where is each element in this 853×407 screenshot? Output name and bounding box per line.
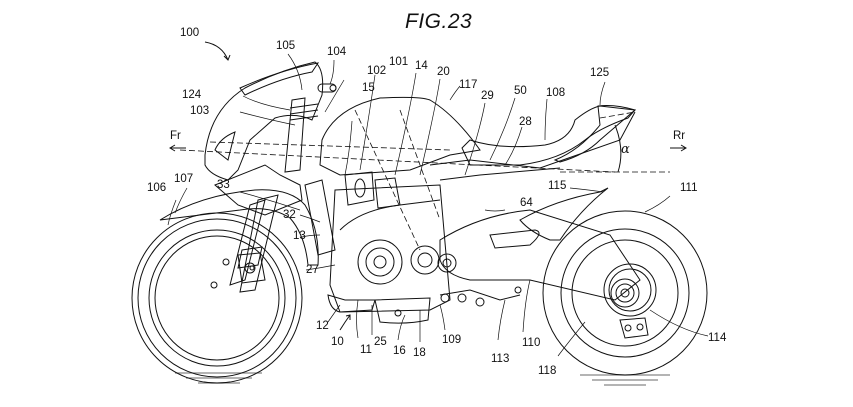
ref-label-50: 50 — [514, 85, 527, 97]
front-caliper — [238, 253, 265, 283]
front-arrow — [170, 145, 186, 151]
oil-pan — [375, 298, 430, 323]
ref-label-105: 105 — [276, 40, 296, 52]
front-direction-label: Fr — [170, 130, 181, 142]
ref-label-118: 118 — [538, 365, 557, 377]
rear-caliper — [620, 318, 648, 338]
engine-10-arrow — [340, 315, 350, 330]
ref-label-100: 100 — [180, 27, 200, 39]
ref-label-64: 64 — [520, 197, 533, 209]
ref-label-25: 25 — [374, 336, 387, 348]
front-fender — [160, 190, 318, 265]
steering-stem — [285, 98, 318, 172]
ref-label-114: 114 — [708, 332, 727, 344]
ref-label-107: 107 — [174, 173, 194, 185]
fuel-tank — [320, 97, 480, 175]
ref-label-101: 101 — [389, 56, 409, 68]
reference-dashed-lines — [180, 110, 670, 250]
ref-label-14: 14 — [415, 60, 428, 72]
ref-label-27: 27 — [306, 264, 319, 276]
ref-label-110: 110 — [522, 337, 541, 349]
ref-label-18: 18 — [413, 347, 426, 359]
swingarm — [440, 210, 640, 300]
ref-label-115: 115 — [548, 180, 567, 192]
ref-label-103: 103 — [190, 105, 210, 117]
engine — [330, 172, 450, 312]
ref-label-28: 28 — [519, 116, 532, 128]
ref-label-10: 10 — [331, 336, 344, 348]
ref-label-109: 109 — [442, 334, 462, 346]
assembly-100-arrow — [205, 42, 230, 60]
figure-title: FIG.23 — [405, 10, 473, 33]
drain-plug — [395, 310, 401, 316]
ref-label-29: 29 — [481, 90, 494, 102]
ref-label-117: 117 — [459, 79, 478, 91]
ref-label-15: 15 — [362, 82, 375, 94]
swingarm-pivot — [438, 254, 456, 272]
ref-label-108: 108 — [546, 87, 566, 99]
ref-label-113: 113 — [491, 353, 510, 365]
rear-link — [440, 287, 521, 306]
ref-label-125: 125 — [590, 67, 610, 79]
rear-fender — [520, 188, 608, 240]
handlebar — [318, 84, 336, 92]
rear-sprocket — [604, 264, 656, 316]
rear-direction-label: Rr — [673, 130, 686, 142]
radiator — [305, 180, 335, 255]
rear-arrow — [670, 145, 686, 151]
rear-wheel — [543, 211, 707, 375]
ref-label-20: 20 — [437, 66, 450, 78]
ref-label-16: 16 — [393, 345, 406, 357]
angle-alpha-label: α — [621, 142, 630, 157]
leader-lines — [168, 54, 708, 356]
side-cowl — [215, 165, 302, 215]
seat — [462, 106, 635, 165]
ref-label-32: 32 — [283, 209, 296, 221]
windscreen — [240, 63, 318, 95]
ref-label-106: 106 — [147, 182, 167, 194]
ref-label-111: 111 — [680, 182, 698, 194]
ref-label-104: 104 — [327, 46, 347, 58]
front-cowl — [205, 62, 323, 180]
ref-label-12: 12 — [316, 320, 329, 332]
rear-ground-lines — [580, 375, 670, 385]
ref-label-13: 13 — [293, 230, 306, 242]
ref-label-102: 102 — [367, 65, 387, 77]
swingarm-window — [490, 230, 539, 248]
ref-label-11: 11 — [360, 344, 372, 356]
ref-label-124: 124 — [182, 89, 202, 101]
headlight-duct — [215, 132, 235, 160]
angle-alpha-arc — [615, 125, 621, 172]
ref-label-33: 33 — [217, 179, 230, 191]
engine-lower-case — [328, 295, 375, 312]
front-wheel — [132, 213, 302, 383]
